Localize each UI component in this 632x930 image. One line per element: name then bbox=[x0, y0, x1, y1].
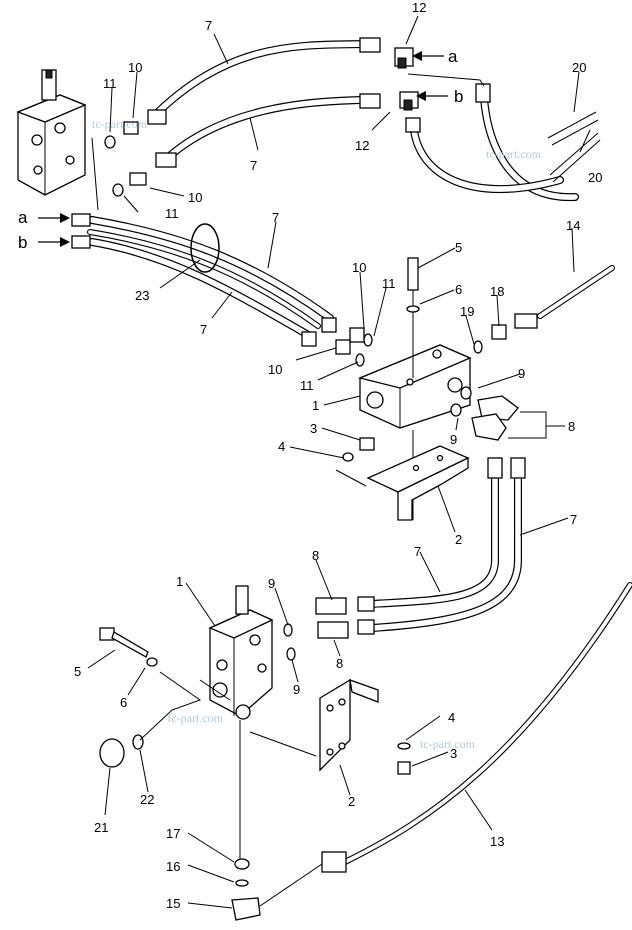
label-4-lower: 4 bbox=[448, 710, 455, 725]
fittings-8-lower bbox=[283, 596, 375, 661]
watermark-2: tc-part.com bbox=[486, 147, 542, 161]
label-2-lower: 2 bbox=[348, 794, 355, 809]
label-7-mid2: 7 bbox=[200, 322, 207, 337]
label-9-lower: 9 bbox=[268, 576, 275, 591]
label-19: 19 bbox=[460, 304, 474, 319]
watermark-1: tc-part.com bbox=[92, 117, 148, 131]
hose-7-lower-long bbox=[368, 474, 522, 632]
arrows-ab bbox=[38, 51, 448, 247]
label-5-center: 5 bbox=[455, 240, 462, 255]
label-12-top: 12 bbox=[412, 0, 426, 15]
fittings-top bbox=[104, 37, 381, 197]
label-9-center2: 9 bbox=[450, 432, 457, 447]
leader-lines bbox=[87, 15, 591, 909]
label-3-center: 3 bbox=[310, 421, 317, 436]
label-23: 23 bbox=[135, 288, 149, 303]
pipes-20 bbox=[547, 111, 601, 183]
label-6-lower: 6 bbox=[120, 695, 127, 710]
hose-7-top-upper bbox=[148, 40, 376, 122]
hose-14 bbox=[537, 265, 615, 319]
label-3-lower: 3 bbox=[450, 746, 457, 761]
bolt-5-lower bbox=[99, 627, 158, 667]
bolt-3-washer-4-lower bbox=[397, 742, 411, 775]
label-10-center: 10 bbox=[352, 260, 366, 275]
label-11-top: 11 bbox=[103, 76, 117, 91]
tee-fittings-12 bbox=[394, 47, 491, 133]
label-16: 16 bbox=[166, 859, 180, 874]
label-2-center: 2 bbox=[455, 532, 462, 547]
label-20-bottom: 20 bbox=[588, 170, 602, 185]
label-6-center: 6 bbox=[455, 282, 462, 297]
label-7-right: 7 bbox=[570, 512, 577, 527]
label-11-top2: 11 bbox=[165, 206, 179, 221]
fittings-15-16-17 bbox=[231, 851, 347, 921]
hose-7-right-u bbox=[410, 94, 579, 202]
bolt-3-washer-4-center bbox=[342, 437, 375, 462]
label-7-lower: 7 bbox=[414, 544, 421, 559]
hose-13 bbox=[342, 582, 632, 865]
bracket-2-center bbox=[366, 445, 470, 521]
label-8-lower2: 8 bbox=[336, 656, 343, 671]
label-17: 17 bbox=[166, 826, 180, 841]
callout-labels: 7 12 a 10 11 20 b 12 7 20 10 11 a b 7 14… bbox=[18, 0, 602, 911]
label-a-left: a bbox=[18, 208, 28, 227]
label-4-center: 4 bbox=[278, 439, 285, 454]
label-7-top2: 7 bbox=[250, 158, 257, 173]
label-b-top: b bbox=[454, 87, 463, 106]
label-8-lower: 8 bbox=[312, 548, 319, 563]
label-10-top: 10 bbox=[128, 60, 142, 75]
label-20-top: 20 bbox=[572, 60, 586, 75]
label-7-top: 7 bbox=[205, 18, 212, 33]
label-9-lower2: 9 bbox=[293, 682, 300, 697]
label-1-lower: 1 bbox=[176, 574, 183, 589]
label-18: 18 bbox=[490, 284, 504, 299]
control-valve-lower bbox=[208, 585, 274, 860]
label-1-center: 1 bbox=[312, 398, 319, 413]
label-22: 22 bbox=[140, 792, 154, 807]
fittings-center bbox=[301, 313, 538, 479]
plug-21 bbox=[99, 734, 144, 768]
label-12-mid: 12 bbox=[355, 138, 369, 153]
label-7-mid: 7 bbox=[272, 210, 279, 225]
hose-7-top-lower bbox=[161, 96, 376, 164]
label-9-center: 9 bbox=[518, 366, 525, 381]
label-14: 14 bbox=[566, 218, 580, 233]
control-valve-center bbox=[357, 257, 472, 520]
label-5-lower: 5 bbox=[74, 664, 81, 679]
hose-clamp-23 bbox=[190, 223, 220, 273]
label-10-top2: 10 bbox=[188, 190, 202, 205]
label-b-left: b bbox=[18, 233, 27, 252]
bracket-2-lower bbox=[319, 678, 379, 772]
label-10-center2: 10 bbox=[268, 362, 282, 377]
hose-ends-ab bbox=[71, 213, 91, 249]
label-21: 21 bbox=[94, 820, 108, 835]
watermark-4: tc-part.com bbox=[420, 737, 476, 751]
label-11-center2: 11 bbox=[300, 378, 314, 393]
hose-7-middle bbox=[87, 216, 334, 340]
label-13: 13 bbox=[490, 834, 504, 849]
label-11-center: 11 bbox=[382, 276, 396, 291]
label-8-center: 8 bbox=[568, 419, 575, 434]
control-valve-top-left bbox=[16, 69, 87, 196]
label-15: 15 bbox=[166, 896, 180, 911]
watermark-3: tc-part.com bbox=[168, 711, 224, 725]
label-a-top: a bbox=[448, 47, 458, 66]
